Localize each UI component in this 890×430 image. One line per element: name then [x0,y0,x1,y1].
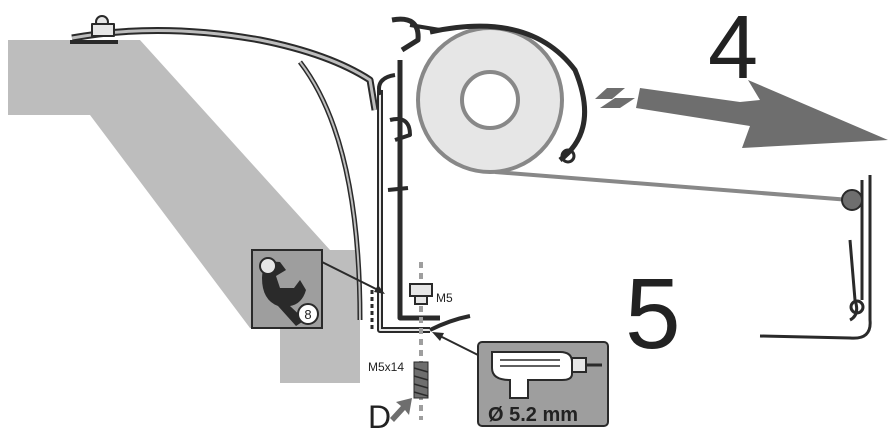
direction-arrow-icon [595,80,888,148]
fabric-roll [416,23,588,174]
mounting-rail [370,16,471,333]
front-bar-hinge [841,189,863,211]
fabric-line [494,170,851,202]
drill-icon [491,351,602,399]
detail-arrow-icon [390,398,412,422]
drill-diameter-label: Ø 5.2 mm [488,404,578,426]
drill-leader-line [439,335,479,356]
wrench-size-label: 8 [304,307,311,322]
screw-size-label: M5x14 [368,360,404,374]
detail-marker-label: D [368,399,391,430]
step-4-label: 4 [708,0,758,98]
screw-icon [413,361,429,399]
nut-size-label: M5 [436,291,453,305]
wrench-leader-arrow [374,285,385,294]
step-5-label: 5 [625,258,681,370]
drill-leader-arrow [432,332,444,341]
roof-rail [70,15,379,111]
wrench-leader-line [321,261,383,293]
wrench-size-badge [297,303,319,325]
wrench-badge: 8 [251,249,323,329]
wall-bracket [8,40,360,383]
nut-icon [409,283,433,305]
wrench-icon [259,257,306,326]
drill-badge: Ø 5.2 mm [477,341,609,427]
